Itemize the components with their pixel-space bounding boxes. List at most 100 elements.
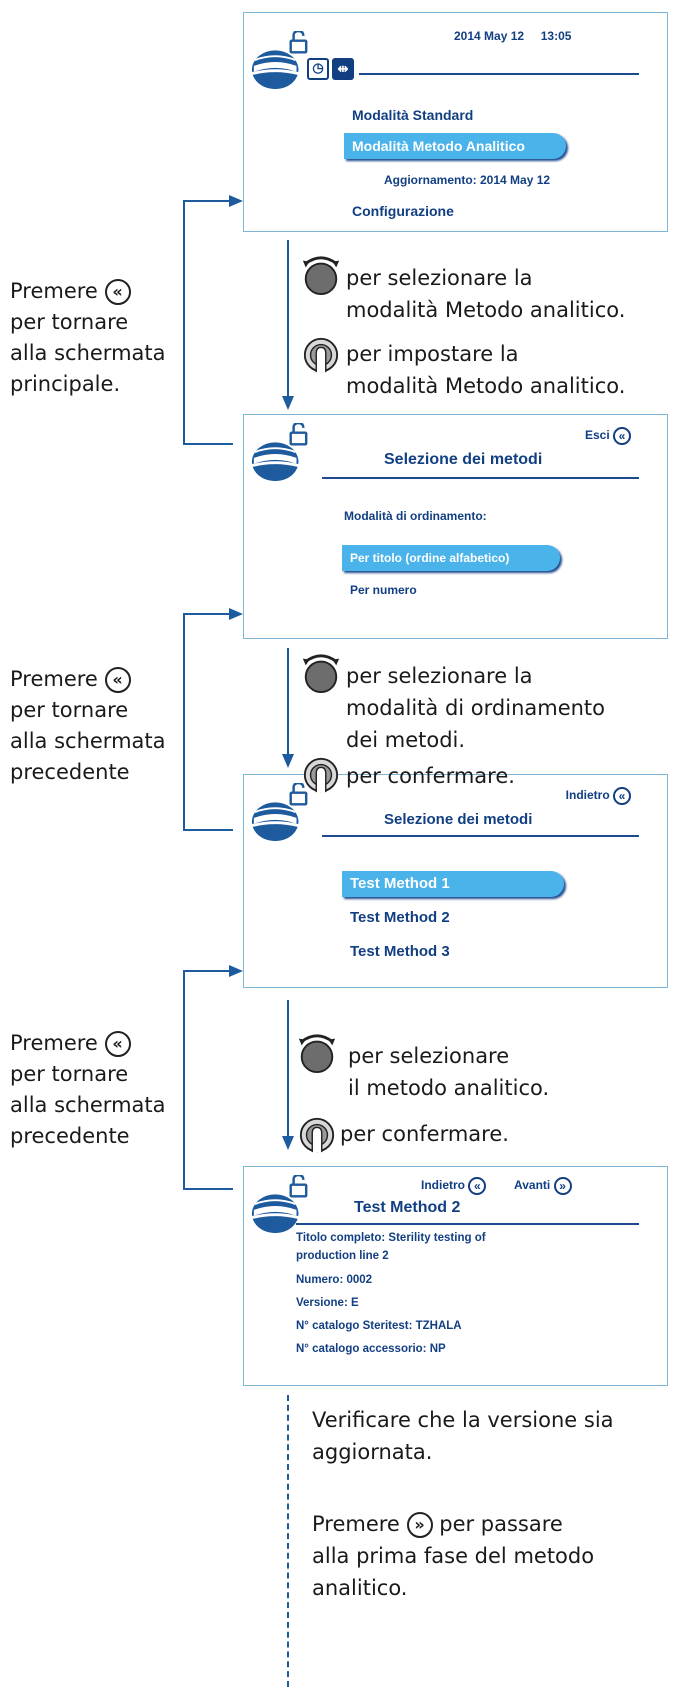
step-3a-line-2: il metodo analitico.: [348, 1076, 550, 1100]
side-note-2-line-4: precedente: [10, 760, 130, 784]
next-control[interactable]: Avanti »: [514, 1177, 572, 1195]
loop-3-top: [183, 970, 231, 972]
back-control[interactable]: Indietro «: [421, 1177, 487, 1195]
sort-option-alphabetical-selected[interactable]: Per titolo (ordine alfabetico): [342, 545, 560, 571]
step-1b-line-1: per impostare la: [346, 342, 519, 366]
side-note-2-line-2: per tornare: [10, 698, 129, 722]
screen-method-detail: Indietro « Avanti » Test Method 2 Titolo…: [243, 1166, 668, 1386]
screen-title: Selezione dei metodi: [384, 811, 533, 828]
step-1a-line-2: modalità Metodo analitico.: [346, 298, 626, 322]
loop-2-head: [229, 608, 243, 620]
method-item-2[interactable]: Test Method 2: [350, 909, 450, 926]
side-note-1: Premere « per tornare alla schermata pri…: [10, 276, 166, 400]
side-note-2-line-1: Premere: [10, 667, 98, 691]
back-double-chevron-icon[interactable]: «: [613, 787, 631, 805]
update-date: Aggiornamento: 2014 May 12: [384, 173, 551, 187]
method-version: Versione: E: [296, 1297, 359, 1309]
loop-2-vertical: [183, 613, 185, 831]
exit-label: Esci: [584, 428, 610, 443]
back-double-chevron-icon: «: [104, 667, 131, 693]
method-item-3[interactable]: Test Method 3: [350, 943, 450, 960]
device-logo: [250, 423, 312, 485]
final-note-2-line-3: analitico.: [312, 1576, 408, 1600]
flow-down-3-head: [282, 1136, 294, 1150]
final-note-2-line-2: alla prima fase del metodo: [312, 1544, 595, 1568]
press-button-icon: [302, 336, 340, 374]
step-1a-line-1: per selezionare la: [346, 266, 533, 290]
final-note-2-post: per passare: [439, 1512, 563, 1536]
method-item-1-selected[interactable]: Test Method 1: [342, 871, 564, 897]
final-note-1-line-1: Verificare che la versione sia: [312, 1408, 614, 1432]
side-note-3-line-4: precedente: [10, 1124, 130, 1148]
rotary-knob-icon: [296, 1032, 338, 1074]
back-double-chevron-icon: «: [104, 279, 131, 305]
screen-title: Test Method 2: [354, 1199, 461, 1216]
step-2a-line-1: per selezionare la: [346, 664, 533, 688]
side-note-2: Premere « per tornare alla schermata pre…: [10, 664, 166, 788]
loop-1-vertical: [183, 200, 185, 445]
screen-title: Selezione dei metodi: [384, 451, 543, 468]
side-note-3-line-2: per tornare: [10, 1062, 129, 1086]
side-note-1-line-1: Premere: [10, 279, 98, 303]
forward-double-chevron-icon: »: [406, 1512, 433, 1538]
next-label: Avanti: [514, 1178, 551, 1193]
back-double-chevron-icon: «: [104, 1031, 131, 1057]
rotary-knob-icon: [300, 652, 342, 694]
side-note-3-line-1: Premere: [10, 1031, 98, 1055]
device-logo: [250, 1175, 312, 1237]
header-rule: [322, 477, 639, 479]
steritest-catalog: N° catalogo Steritest: TZHALA: [296, 1320, 462, 1332]
flow-dashed: [287, 1395, 289, 1687]
loop-3-head: [229, 965, 243, 977]
side-note-3-line-3: alla schermata: [10, 1093, 166, 1117]
sort-option-number[interactable]: Per numero: [350, 583, 417, 597]
final-note-1: Verificare che la versione sia aggiornat…: [312, 1404, 614, 1468]
screen-main-menu: ◷ ⇹ 2014 May 12 13:05 Modalità Standard …: [243, 12, 668, 232]
step-2b: per confermare.: [346, 764, 515, 788]
screen-method-list: Indietro « Selezione dei metodi Test Met…: [243, 774, 668, 988]
back-label: Indietro: [421, 1178, 465, 1193]
usb-icon: ⇹: [332, 58, 354, 80]
screen-sort-mode: Esci « Selezione dei metodi Modalità di …: [243, 414, 668, 639]
method-number: Numero: 0002: [296, 1274, 373, 1286]
loop-2-top: [183, 613, 231, 615]
step-3a-line-1: per selezionare: [348, 1044, 510, 1068]
final-note-2-pre: Premere: [312, 1512, 400, 1536]
menu-item-analytical-selected[interactable]: Modalità Metodo Analitico: [344, 133, 566, 159]
exit-control[interactable]: Esci «: [585, 427, 631, 445]
flow-down-1: [287, 240, 289, 400]
side-note-3: Premere « per tornare alla schermata pre…: [10, 1028, 166, 1152]
loop-2-bottom: [183, 829, 233, 831]
flow-down-1-head: [282, 396, 294, 410]
back-control[interactable]: Indietro «: [566, 787, 631, 805]
press-button-icon: [298, 1116, 336, 1154]
menu-item-standard[interactable]: Modalità Standard: [352, 107, 474, 123]
step-2a: per selezionare la modalità di ordinamen…: [346, 660, 605, 756]
loop-1-bottom: [183, 443, 233, 445]
side-note-1-line-4: principale.: [10, 372, 121, 396]
step-3b: per confermare.: [340, 1122, 509, 1146]
header-rule: [322, 835, 639, 837]
step-3a: per selezionare il metodo analitico.: [348, 1040, 549, 1104]
header-rule: [296, 1223, 639, 1225]
menu-item-configuration[interactable]: Configurazione: [352, 203, 454, 219]
loop-3-vertical: [183, 970, 185, 1190]
accessory-catalog: N° catalogo accessorio: NP: [296, 1343, 446, 1355]
clock-icon: ◷: [307, 58, 329, 80]
step-1b: per impostare la modalità Metodo analiti…: [346, 338, 625, 402]
final-note-1-line-2: aggiornata.: [312, 1440, 433, 1464]
flow-down-2-head: [282, 754, 294, 768]
press-button-icon: [302, 756, 340, 794]
method-details: Titolo completo: Sterility testing of pr…: [296, 1229, 486, 1358]
back-label: Indietro: [565, 788, 610, 803]
full-title-line-1: Titolo completo: Sterility testing of: [296, 1232, 486, 1244]
side-note-1-line-2: per tornare: [10, 310, 129, 334]
back-double-chevron-icon[interactable]: «: [613, 427, 631, 445]
datetime: 2014 May 12 13:05: [454, 29, 572, 43]
step-1a: per selezionare la modalità Metodo anali…: [346, 262, 625, 326]
forward-double-chevron-icon[interactable]: »: [553, 1177, 572, 1195]
device-logo: [250, 31, 312, 93]
rotary-knob-icon: [300, 254, 342, 296]
flow-down-2: [287, 648, 289, 758]
back-double-chevron-icon[interactable]: «: [468, 1177, 487, 1195]
